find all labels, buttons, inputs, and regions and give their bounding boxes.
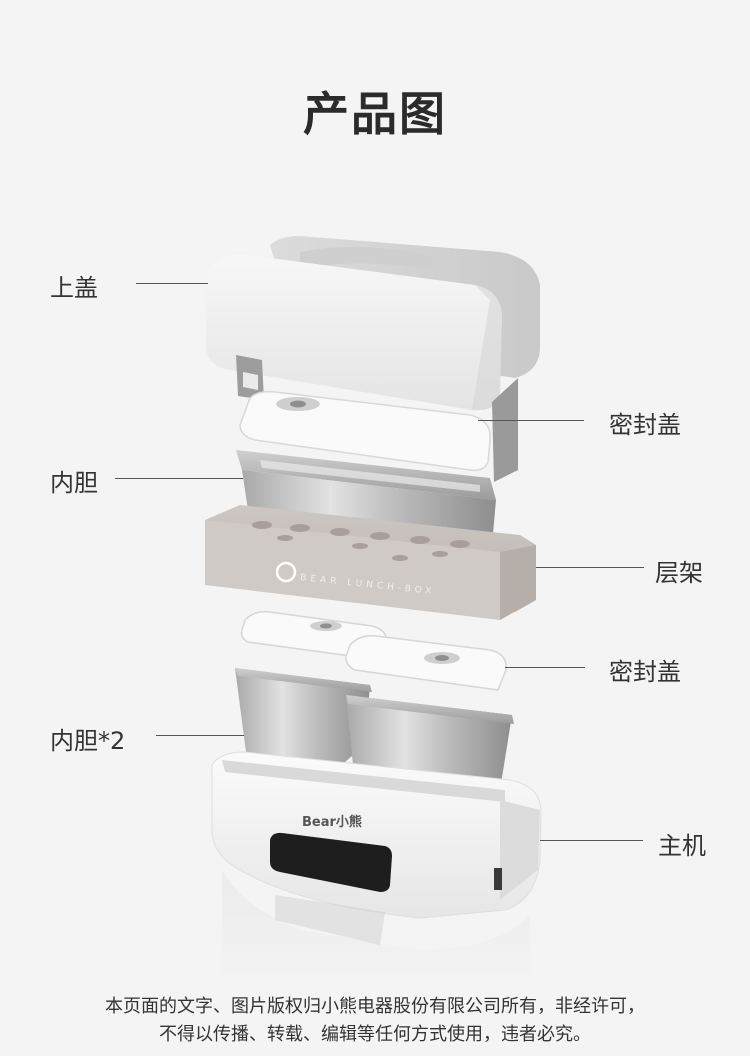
sealing-lid-lower (240, 610, 507, 691)
callout-line-inner-liner-2 (156, 735, 244, 736)
main-unit: Bear小熊 (211, 751, 542, 990)
page-title: 产品图 (303, 87, 447, 141)
top-lid (206, 236, 540, 482)
label-top-lid: 上盖 (50, 274, 98, 302)
callout-line-top-lid (136, 283, 208, 284)
brand-logo: Bear小熊 (302, 814, 362, 830)
callout-line-rack (536, 567, 644, 568)
rack: BEAR LUNCH-BOX (205, 505, 536, 620)
label-seal-lid-lower: 密封盖 (609, 658, 681, 686)
label-seal-lid-upper: 密封盖 (609, 411, 681, 439)
callout-line-seal-lid-2 (505, 667, 585, 668)
callout-line-main-unit (540, 840, 643, 841)
label-rack: 层架 (655, 559, 703, 587)
copyright-notice-line-2: 不得以传播、转载、编辑等任何方式使用，违者必究。 (159, 1024, 591, 1045)
sealing-lid-upper (239, 390, 491, 472)
copyright-notice-line-1: 本页面的文字、图片版权归小熊电器股份有限公司所有，非经许可， (105, 996, 645, 1017)
label-main-unit: 主机 (658, 832, 706, 860)
label-inner-liner-pair: 内胆*2 (50, 727, 126, 755)
callout-line-inner-liner (115, 478, 243, 479)
label-inner-liner: 内胆 (50, 469, 98, 497)
callout-line-seal-lid-1 (478, 420, 584, 421)
